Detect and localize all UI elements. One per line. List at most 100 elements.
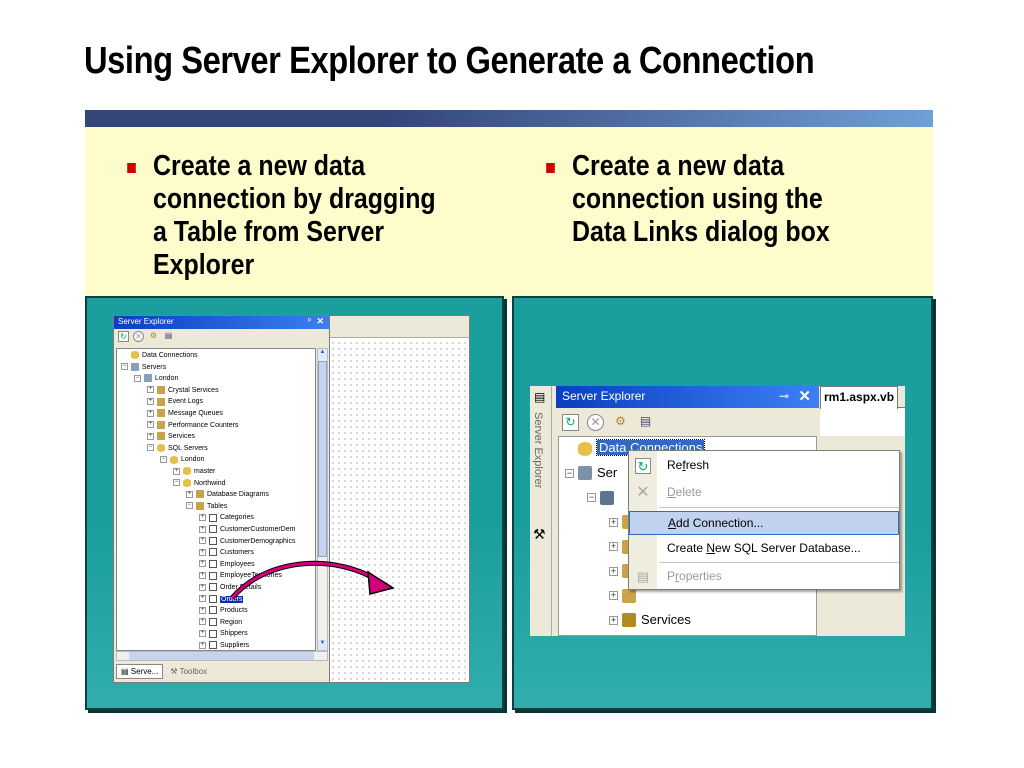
expand-toggle-icon[interactable]: + [199,595,206,603]
table-icon [209,629,217,638]
tree-node[interactable]: +EmployeeTerritories [199,570,282,581]
expand-toggle-icon[interactable]: + [147,432,154,440]
refresh-icon[interactable]: ↻ [118,331,129,342]
menu-accelerator: N [706,541,716,555]
close-icon[interactable]: ✕ [316,316,324,326]
toolbox-icon[interactable]: ⚒ [533,526,546,542]
pin-icon[interactable]: ⊸ [778,389,789,403]
properties-icon: ▤ [636,569,650,584]
vertical-scrollbar[interactable]: ▲ ▼ [317,348,328,651]
connect-server-icon[interactable]: ▤ [639,414,652,428]
tree-node[interactable]: +Database Diagrams [186,489,269,500]
tree-node[interactable]: −Tables [186,501,227,512]
connect-server-icon[interactable]: ▤ [164,331,173,340]
server-explorer-tree[interactable]: Data Connections−Servers−London+Crystal … [116,348,316,651]
expand-toggle-icon[interactable]: + [199,641,206,649]
expand-toggle-icon[interactable]: − [160,456,167,464]
tree-node[interactable]: − [587,488,619,506]
expand-toggle-icon[interactable]: + [199,630,206,638]
close-icon[interactable]: ✕ [798,388,811,405]
expand-toggle-icon[interactable]: + [609,541,618,552]
expand-toggle-icon[interactable]: + [609,590,618,601]
expand-toggle-icon[interactable]: − [565,467,574,478]
expand-toggle-icon[interactable]: + [147,398,154,406]
expand-toggle-icon[interactable]: + [147,421,154,429]
expand-toggle-icon[interactable]: + [609,565,618,576]
tree-node[interactable]: +Message Queues [147,408,223,419]
vertical-tab-server-explorer[interactable]: Server Explorer [532,412,544,489]
expand-toggle-icon[interactable]: + [199,514,206,522]
tree-node[interactable]: −Servers [121,362,166,373]
tree-node[interactable]: +Services [609,611,691,629]
expand-toggle-icon[interactable]: + [173,467,180,475]
expand-toggle-icon[interactable]: − [173,479,180,487]
refresh-icon[interactable]: ↻ [562,414,579,431]
expand-toggle-icon[interactable]: + [199,537,206,545]
scrollbar-thumb[interactable] [318,361,327,557]
expand-toggle-icon[interactable]: + [199,583,206,591]
scrollbar-thumb[interactable] [129,652,314,660]
tree-node[interactable]: +Products [199,605,248,616]
tree-node[interactable]: +Event Logs [147,396,203,407]
scroll-up-icon[interactable]: ▲ [318,349,327,359]
expand-toggle-icon[interactable]: + [186,490,193,498]
expand-toggle-icon[interactable]: + [199,618,206,626]
tree-node[interactable]: Data Connections [121,350,198,361]
connect-database-icon[interactable]: ⚙ [149,331,158,340]
expand-toggle-icon[interactable]: + [609,614,618,625]
tree-node[interactable]: +master [173,466,215,477]
server-icon[interactable]: ▤ [534,390,546,404]
tree-node[interactable]: +Categories [199,512,254,523]
tab-server-explorer[interactable]: ▤ Serve... [116,664,164,679]
expand-toggle-icon[interactable]: + [199,525,206,533]
tree-node[interactable]: +Services [147,431,195,442]
bullet-data-links: Create a new data connection using the D… [546,150,925,249]
tree-node[interactable]: +Performance Counters [147,420,238,431]
expand-toggle-icon[interactable]: + [609,516,618,527]
menu-item-properties[interactable]: ▤ Properties [629,565,899,589]
tree-node[interactable]: +CustomerCustomerDem [199,524,295,535]
tree-node[interactable]: −Ser [565,464,617,482]
expand-toggle-icon[interactable]: + [147,386,154,394]
expand-toggle-icon[interactable]: + [199,572,206,580]
menu-item-add-connection[interactable]: Add Connection... [629,511,899,535]
expand-toggle-icon[interactable]: + [199,560,206,568]
expand-toggle-icon[interactable]: − [587,492,596,503]
tree-node[interactable]: +Shippers [199,628,248,639]
horizontal-scrollbar[interactable] [116,651,328,661]
stop-icon[interactable]: ✕ [133,331,144,342]
tree-node[interactable]: + [609,586,641,604]
menu-text: dd Connection... [676,516,764,530]
expand-toggle-icon[interactable]: − [186,502,193,510]
tree-node[interactable]: −London [160,454,204,465]
tab-code-file[interactable]: rm1.aspx.vb [820,386,899,409]
tree-node[interactable]: +SQL Servers [609,635,715,636]
tree-node[interactable]: +CustomerDemographics [199,536,295,547]
menu-item-create-sql-database[interactable]: Create New SQL Server Database... [629,537,899,561]
menu-item-refresh[interactable]: ↻ Refresh [629,454,899,478]
expand-toggle-icon[interactable]: − [147,444,154,452]
connect-database-icon[interactable]: ⚙ [615,414,626,428]
database-icon [578,441,592,456]
tree-node[interactable]: +Crystal Services [147,385,219,396]
stop-icon[interactable]: ✕ [587,414,604,431]
tree-node[interactable]: +Orders [199,594,244,605]
expand-toggle-icon[interactable]: + [147,409,154,417]
tree-node[interactable]: +Region [199,617,242,628]
tree-node[interactable]: +Customers [199,547,254,558]
pin-icon[interactable]: ᵖ [307,316,311,325]
scroll-down-icon[interactable]: ▼ [318,640,327,650]
tree-node[interactable]: −Northwind [173,478,226,489]
expand-toggle-icon[interactable]: + [199,606,206,614]
expand-toggle-icon[interactable]: − [134,374,141,382]
tree-node[interactable]: +Employees [199,559,255,570]
design-surface[interactable] [330,316,469,682]
expand-toggle-icon[interactable]: − [121,363,128,371]
window-title: Server Explorer [118,317,174,326]
tree-node[interactable]: −SQL Servers [147,443,208,454]
menu-item-delete[interactable]: ✕ Delete [629,481,899,505]
tree-node[interactable]: −London [134,373,178,384]
expand-toggle-icon[interactable]: + [199,548,206,556]
tab-toolbox[interactable]: ⚒ Toolbox [165,664,213,679]
tree-node[interactable]: +Suppliers [199,640,249,650]
